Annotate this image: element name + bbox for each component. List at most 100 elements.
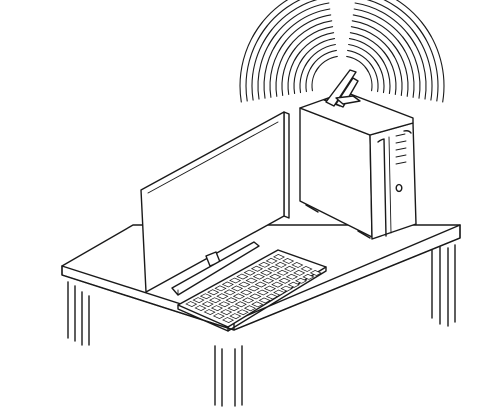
keyboard-key <box>267 265 280 272</box>
keyboard-key <box>278 277 291 284</box>
desk-leg-right <box>447 244 456 327</box>
keyboard-key <box>276 269 289 276</box>
keyboard-key <box>207 289 220 296</box>
keyboard-key <box>284 265 297 272</box>
keyboard-key <box>263 285 277 292</box>
signal-wave-arc <box>305 62 315 93</box>
antenna-paddle <box>335 95 361 105</box>
keyboard-key <box>293 269 306 276</box>
keyboard-key <box>228 277 242 284</box>
keyboard-key <box>258 297 271 304</box>
signal-wave-arc <box>275 43 292 97</box>
keyboard-key <box>250 265 264 272</box>
signal-wave-arc <box>283 20 333 55</box>
keyboard-key <box>247 285 260 292</box>
signal-wave-arc <box>411 28 433 101</box>
keyboard-key <box>223 289 236 296</box>
signal-wave-arc <box>239 21 264 103</box>
keyboard-key <box>210 305 223 312</box>
keyboard-key <box>302 273 315 280</box>
signal-wave-arc <box>420 21 445 103</box>
monitor-bezel-side <box>283 111 290 219</box>
keyboard-key <box>249 293 262 300</box>
keyboard-key <box>185 301 198 307</box>
desk-leg-back-right <box>431 242 441 325</box>
signal-wave-arc <box>299 59 310 94</box>
signal-wave-arc <box>397 40 415 98</box>
signal-wave-arc <box>257 32 278 100</box>
signal-wave-arc <box>304 43 336 67</box>
signal-wave-arc <box>293 55 306 95</box>
signal-wave-arc <box>406 32 427 100</box>
keyboard-key <box>256 289 269 296</box>
desk-icon <box>61 224 461 407</box>
keyboard-key <box>282 258 295 264</box>
keyboard-key <box>232 293 246 300</box>
keyboard-key <box>260 269 273 276</box>
keyboard-key <box>265 293 279 300</box>
keyboard-key <box>294 277 308 284</box>
keyboard-key <box>273 289 286 296</box>
signal-wave-arc <box>347 49 375 70</box>
keyboard-key <box>243 305 257 312</box>
keyboard-key <box>236 273 249 280</box>
monitor-icon <box>140 111 290 296</box>
signal-wave-arc <box>378 55 391 95</box>
keyboard-key <box>287 281 300 288</box>
signal-wave-arc <box>366 0 422 43</box>
signal-wave-arc <box>364 66 373 92</box>
keyboard-key <box>274 261 287 268</box>
desk-leg-front-left <box>81 291 90 346</box>
keyboard-key <box>216 293 229 300</box>
keyboard-key <box>192 297 205 304</box>
keyboard-key <box>194 305 207 311</box>
keyboard-key <box>240 289 253 296</box>
keyboard-key <box>258 261 271 268</box>
wifi-antenna-icon <box>323 69 361 108</box>
keyboard-key <box>212 313 225 319</box>
signal-wave-arc <box>245 25 268 102</box>
keyboard-key <box>218 301 231 308</box>
keyboard-key <box>251 301 264 308</box>
keyboard-keys <box>185 254 322 323</box>
signal-wave-arc <box>263 36 282 99</box>
signal-wave-arc <box>416 25 439 102</box>
keyboard-key <box>225 297 238 304</box>
antenna-rod-left <box>325 69 357 107</box>
signal-wave-arc <box>269 40 287 98</box>
keyboard-key <box>199 293 213 300</box>
keyboard-key <box>300 266 313 272</box>
keyboard-key <box>285 273 299 280</box>
signal-wave-arc <box>351 20 401 55</box>
signal-wave-arc <box>281 47 296 96</box>
keyboard-key <box>252 273 266 280</box>
keyboard-key <box>291 262 304 268</box>
signal-wave-arc <box>369 62 379 93</box>
signal-wave-arc <box>392 43 409 97</box>
power-button-icon <box>395 183 403 193</box>
keyboard-key <box>245 277 258 284</box>
signal-wave-arc <box>402 36 421 99</box>
signal-wave-arc <box>311 66 320 92</box>
keyboard-key <box>201 301 214 308</box>
keyboard-key <box>272 254 285 260</box>
keyboard-key <box>261 277 275 284</box>
keyboard-key <box>203 309 216 315</box>
keyboard-key <box>254 281 267 288</box>
keyboard-key <box>265 257 278 264</box>
signal-wave-arc <box>287 51 301 95</box>
desk-leg-back-left <box>67 281 76 342</box>
keyboard-key <box>220 309 233 316</box>
keyboard-key <box>236 309 249 316</box>
signal-wave-arc <box>383 51 397 95</box>
keyboard-key <box>222 317 235 323</box>
signal-wave-arc <box>388 47 403 96</box>
signal-wave-arc <box>374 59 385 94</box>
desk-leg-front <box>214 345 243 407</box>
signal-wave-arc <box>251 28 273 101</box>
keyboard-key <box>243 269 256 276</box>
monitor-screen <box>140 111 285 293</box>
monitor-stand-base <box>171 241 260 296</box>
signal-wave-arc <box>348 43 380 67</box>
